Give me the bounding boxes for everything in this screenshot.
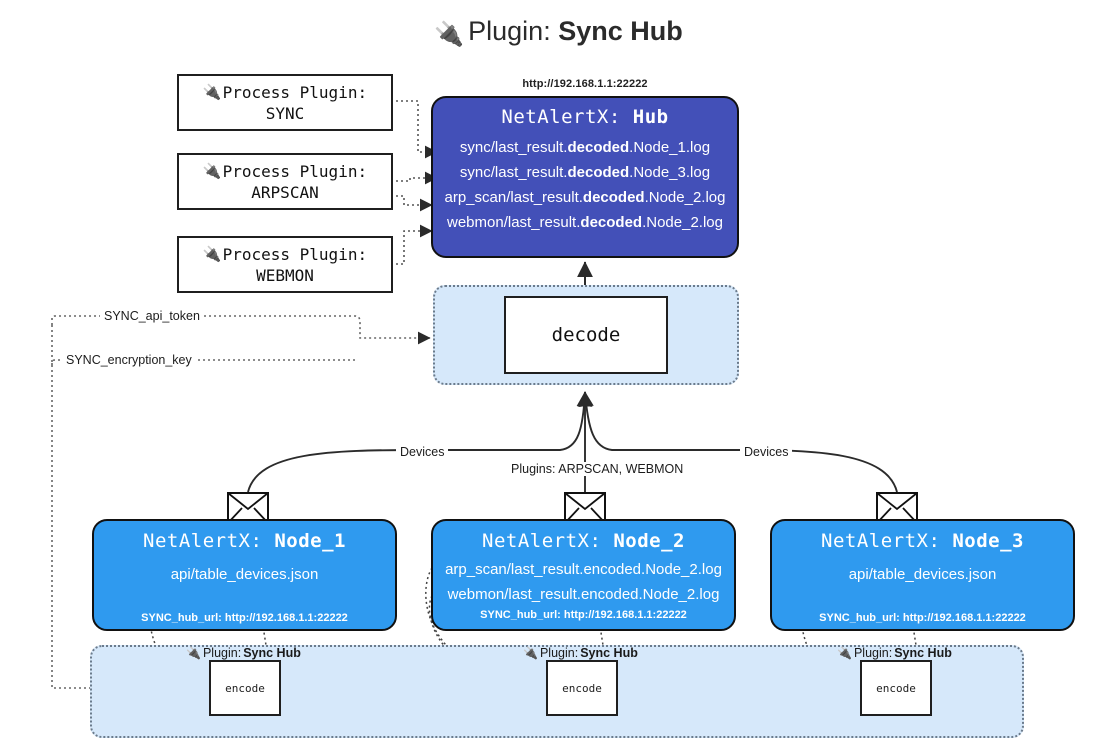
process-plugin-name: ARPSCAN bbox=[251, 182, 319, 202]
node-title-name: Node_2 bbox=[613, 530, 685, 552]
encode-caption-1: 🔌 Plugin: Sync Hub bbox=[186, 646, 301, 660]
plug-icon: 🔌 bbox=[434, 21, 465, 48]
page-title-name: Sync Hub bbox=[558, 16, 683, 46]
edge-label-devices-left: Devices bbox=[396, 445, 449, 459]
node-hub-url: SYNC_hub_url: http://192.168.1.1:22222 bbox=[480, 609, 687, 621]
encode-caption-prefix: Plugin: bbox=[202, 646, 242, 660]
node-title-prefix: NetAlertX: bbox=[821, 530, 941, 552]
sync-api-token-label: SYNC_api_token bbox=[100, 309, 204, 323]
decode-box[interactable]: decode bbox=[504, 296, 668, 374]
process-plugin-sync[interactable]: 🔌Process Plugin: SYNC bbox=[177, 74, 393, 131]
page-title: 🔌Plugin: Sync Hub bbox=[0, 16, 1117, 49]
node-3[interactable]: NetAlertX: Node_3 api/table_devices.json… bbox=[770, 519, 1075, 631]
hub-log-1: sync/last_result.decoded.Node_1.log bbox=[459, 139, 711, 156]
node-line: api/table_devices.json bbox=[848, 566, 997, 583]
node-hub-url: SYNC_hub_url: http://192.168.1.1:22222 bbox=[819, 612, 1026, 624]
edge-label-devices-right: Devices bbox=[740, 445, 793, 459]
node-title-name: Node_1 bbox=[274, 530, 346, 552]
process-plugin-name: WEBMON bbox=[256, 265, 314, 285]
encode-box-1[interactable]: encode bbox=[209, 660, 281, 716]
node-1[interactable]: NetAlertX: Node_1 api/table_devices.json… bbox=[92, 519, 397, 631]
encode-caption-name: Sync Hub bbox=[580, 646, 638, 660]
plug-icon: 🔌 bbox=[186, 646, 201, 660]
node-line: arp_scan/last_result.encoded.Node_2.log bbox=[445, 561, 722, 578]
encode-caption-prefix: Plugin: bbox=[539, 646, 579, 660]
encode-caption-name: Sync Hub bbox=[894, 646, 952, 660]
encode-box-3[interactable]: encode bbox=[860, 660, 932, 716]
encode-caption-prefix: Plugin: bbox=[853, 646, 893, 660]
plug-icon: 🔌 bbox=[202, 82, 222, 101]
node-title-prefix: NetAlertX: bbox=[143, 530, 263, 552]
encode-caption-name: Sync Hub bbox=[243, 646, 301, 660]
encode-caption-3: 🔌 Plugin: Sync Hub bbox=[837, 646, 952, 660]
node-title-prefix: NetAlertX: bbox=[482, 530, 602, 552]
hub-title-prefix: NetAlertX: bbox=[501, 106, 621, 128]
plug-icon: 🔌 bbox=[523, 646, 538, 660]
encode-box-2[interactable]: encode bbox=[546, 660, 618, 716]
plug-icon: 🔌 bbox=[202, 244, 222, 263]
hub-log-2: sync/last_result.decoded.Node_3.log bbox=[459, 164, 711, 181]
node-title: NetAlertX: Node_1 bbox=[94, 530, 395, 552]
sync-encryption-key-label: SYNC_encryption_key bbox=[62, 353, 196, 367]
plug-icon: 🔌 bbox=[202, 161, 222, 180]
process-plugin-arpscan[interactable]: 🔌Process Plugin: ARPSCAN bbox=[177, 153, 393, 210]
envelope-icon bbox=[564, 492, 606, 524]
node-hub-url: SYNC_hub_url: http://192.168.1.1:22222 bbox=[141, 612, 348, 624]
hub-node[interactable]: NetAlertX: Hub sync/last_result.decoded.… bbox=[431, 96, 739, 258]
process-plugin-label: Process Plugin: bbox=[222, 161, 368, 181]
node-title: NetAlertX: Node_3 bbox=[772, 530, 1073, 552]
process-plugin-label: Process Plugin: bbox=[222, 244, 368, 264]
envelope-icon bbox=[876, 492, 918, 524]
hub-log-3: arp_scan/last_result.decoded.Node_2.log bbox=[444, 189, 726, 206]
page-title-prefix: Plugin: bbox=[468, 16, 551, 46]
encode-caption-2: 🔌 Plugin: Sync Hub bbox=[523, 646, 638, 660]
node-title-name: Node_3 bbox=[952, 530, 1024, 552]
hub-title-name: Hub bbox=[632, 106, 669, 128]
hub-title: NetAlertX: Hub bbox=[433, 106, 737, 128]
process-plugin-webmon[interactable]: 🔌Process Plugin: WEBMON bbox=[177, 236, 393, 293]
edge-label-plugins: Plugins: ARPSCAN, WEBMON bbox=[507, 462, 688, 476]
node-line: api/table_devices.json bbox=[170, 566, 319, 583]
process-plugin-name: SYNC bbox=[265, 103, 305, 123]
node-title: NetAlertX: Node_2 bbox=[433, 530, 734, 552]
hub-log-4: webmon/last_result.decoded.Node_2.log bbox=[447, 214, 723, 231]
plug-icon: 🔌 bbox=[837, 646, 852, 660]
node-2[interactable]: NetAlertX: Node_2 arp_scan/last_result.e… bbox=[431, 519, 736, 631]
hub-url-label: http://192.168.1.1:22222 bbox=[522, 78, 648, 90]
node-line: webmon/last_result.encoded.Node_2.log bbox=[447, 586, 720, 603]
process-plugin-label: Process Plugin: bbox=[222, 82, 368, 102]
